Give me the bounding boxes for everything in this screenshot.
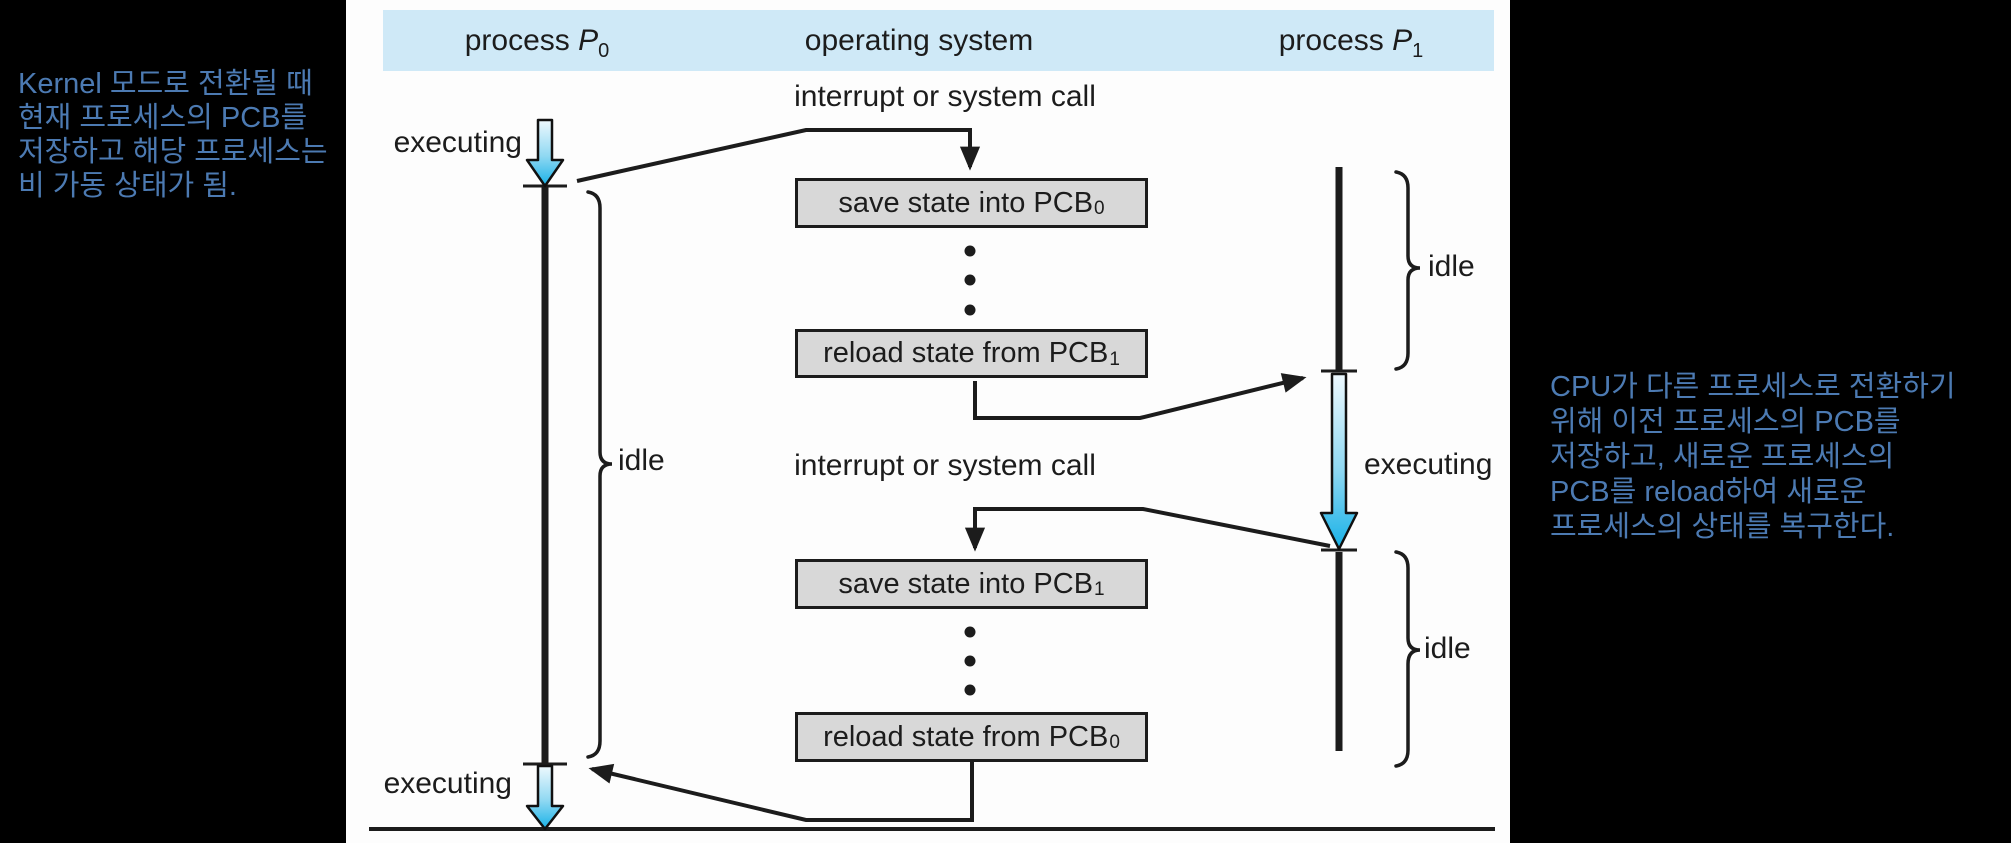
korean-note-line: PCB를 reload하여 새로운 bbox=[1550, 476, 1867, 508]
korean-note-line: 현재 프로세스의 PCB를 bbox=[18, 102, 308, 134]
box-text: save state into PCB bbox=[838, 567, 1094, 600]
box-subscript: 0 bbox=[1094, 198, 1105, 219]
column-header-process-p0: process P0 bbox=[437, 24, 637, 63]
box-text: save state into PCB bbox=[838, 186, 1094, 219]
header-text: process bbox=[1278, 24, 1393, 57]
process-subscript: 1 bbox=[1412, 40, 1424, 62]
korean-note-line: CPU가 다른 프로세스로 전환하기 bbox=[1550, 371, 1956, 403]
idle-label-p1-top: idle bbox=[1428, 250, 1475, 283]
korean-note-line: Kernel 모드로 전환될 때 bbox=[18, 68, 313, 100]
header-text: operating system bbox=[804, 24, 1034, 57]
box-text: reload state from PCB bbox=[823, 337, 1109, 369]
korean-note-line: 위해 이전 프로세스의 PCB를 bbox=[1550, 406, 1901, 438]
korean-note-line: 프로세스의 상태를 복구한다. bbox=[1550, 511, 1895, 543]
interrupt-label-bottom: interrupt or system call bbox=[794, 449, 1096, 482]
box-text: reload state from PCB bbox=[823, 720, 1109, 753]
column-header-process-p1: process P1 bbox=[1251, 24, 1451, 63]
executing-label-p0-top: executing bbox=[393, 126, 522, 159]
column-header-operating-system: operating system bbox=[799, 24, 1039, 58]
interrupt-label-top: interrupt or system call bbox=[794, 80, 1096, 113]
box-subscript: 1 bbox=[1109, 348, 1120, 370]
korean-note-line: 비 가동 상태가 됨. bbox=[18, 170, 237, 202]
korean-note-right: CPU가 다른 프로세스로 전환하기 위해 이전 프로세스의 PCB를 저장하고… bbox=[1550, 370, 1956, 545]
korean-note-left: Kernel 모드로 전환될 때 현재 프로세스의 PCB를 저장하고 해당 프… bbox=[18, 67, 328, 203]
executing-label-p1: executing bbox=[1364, 448, 1493, 481]
box-subscript: 1 bbox=[1094, 579, 1105, 600]
process-symbol: P bbox=[1392, 24, 1413, 57]
idle-label-p0: idle bbox=[618, 444, 665, 477]
korean-note-line: 저장하고 해당 프로세스는 bbox=[18, 136, 328, 168]
process-subscript: 0 bbox=[598, 40, 610, 62]
korean-note-line: 저장하고, 새로운 프로세스의 bbox=[1550, 441, 1895, 473]
header-text: process bbox=[464, 24, 579, 57]
process-symbol: P bbox=[578, 24, 599, 57]
idle-label-p1-bottom: idle bbox=[1424, 632, 1471, 665]
box-subscript: 0 bbox=[1109, 732, 1120, 753]
column-header-band bbox=[383, 10, 1494, 71]
executing-label-p0-bottom: executing bbox=[383, 767, 512, 800]
